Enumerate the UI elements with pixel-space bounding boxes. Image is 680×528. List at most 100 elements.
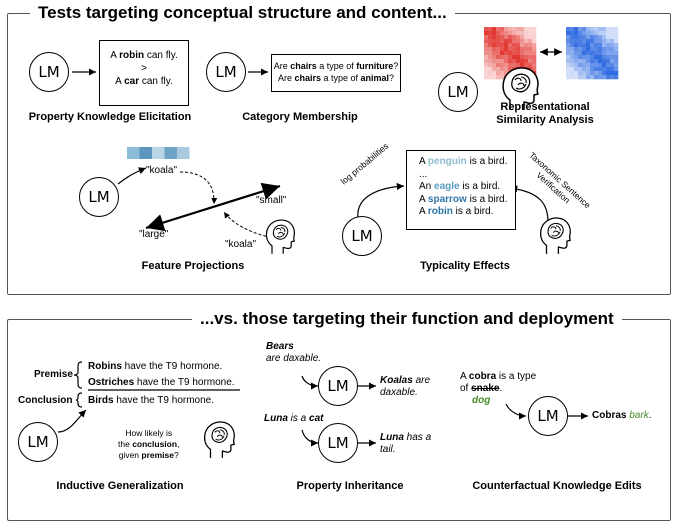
rsa-cell — [524, 27, 529, 32]
rsa-cell — [566, 39, 571, 44]
rsa-cell — [488, 55, 493, 60]
arrow-log-probabilities — [357, 182, 405, 219]
rsa-cell — [586, 39, 591, 44]
lm-feature-projections: LM — [79, 177, 119, 217]
rsa-cell — [614, 59, 619, 64]
rsa-cell — [492, 27, 497, 32]
rsa-cell — [484, 43, 489, 48]
rsa-cell — [610, 75, 615, 80]
lm-inheritance-bears: LM — [318, 366, 358, 406]
rsa-cell — [532, 47, 537, 52]
caption-feature-projections: Feature Projections — [141, 260, 245, 272]
rsa-cell — [614, 63, 619, 68]
rsa-blue-matrix — [566, 27, 619, 80]
rsa-cell — [606, 63, 611, 68]
rsa-cell — [500, 43, 505, 48]
rsa-cell — [496, 31, 501, 36]
rsa-cell — [504, 31, 509, 36]
rsa-cell — [606, 59, 611, 64]
rsa-cell — [606, 67, 611, 72]
rsa-cell — [594, 75, 599, 80]
rsa-cell — [570, 27, 575, 32]
rsa-cell — [566, 51, 571, 56]
rsa-cell — [602, 47, 607, 52]
rsa-cell — [500, 71, 505, 76]
rsa-cell — [500, 27, 505, 32]
feature-vector-cell — [139, 147, 152, 159]
rsa-cell — [598, 31, 603, 36]
rsa-cell — [594, 39, 599, 44]
rsa-cell — [532, 59, 537, 64]
rsa-cell — [566, 43, 571, 48]
rsa-cell — [488, 63, 493, 68]
rsa-cell — [602, 51, 607, 56]
rsa-cell — [500, 55, 505, 60]
rsa-cell — [590, 47, 595, 52]
category-membership-box: Are chairs a type of furniture? Are chai… — [271, 54, 401, 92]
rsa-cell — [598, 63, 603, 68]
rsa-cell — [484, 71, 489, 76]
rsa-cell — [574, 27, 579, 32]
rsa-cell — [586, 27, 591, 32]
rsa-cell — [586, 35, 591, 40]
rsa-cell — [606, 47, 611, 52]
rsa-cell — [520, 39, 525, 44]
rsa-cell — [512, 31, 517, 36]
rsa-cell — [504, 71, 509, 76]
rsa-cell — [496, 47, 501, 52]
rsa-cell — [578, 71, 583, 76]
rsa-cell — [582, 47, 587, 52]
rsa-cell — [532, 35, 537, 40]
rsa-cell — [570, 35, 575, 40]
premise-brace — [73, 361, 83, 389]
rsa-cell — [598, 59, 603, 64]
rsa-cell — [528, 55, 533, 60]
rsa-cell — [566, 63, 571, 68]
rsa-cell — [532, 43, 537, 48]
rsa-cell — [574, 51, 579, 56]
rsa-cell — [570, 31, 575, 36]
rsa-cell — [582, 31, 587, 36]
rsa-cell — [606, 27, 611, 32]
rsa-cell — [606, 39, 611, 44]
rsa-cell — [574, 47, 579, 52]
rsa-cell — [570, 75, 575, 80]
rsa-cell — [496, 59, 501, 64]
rsa-cell — [496, 35, 501, 40]
caption-category-membership: Category Membership — [242, 111, 358, 123]
rsa-cell — [574, 39, 579, 44]
rsa-cell — [528, 51, 533, 56]
rsa-cell — [508, 63, 513, 68]
rsa-cell — [594, 47, 599, 52]
rsa-cell — [570, 47, 575, 52]
rsa-cell — [594, 71, 599, 76]
koalas-output: Koalas are daxable. — [380, 375, 431, 398]
koala-top-label: "koala" — [146, 165, 178, 176]
rsa-cell — [606, 71, 611, 76]
rsa-cell — [488, 51, 493, 56]
rsa-cell — [578, 27, 583, 32]
rsa-cell — [496, 39, 501, 44]
rsa-cell — [602, 31, 607, 36]
rsa-cell — [574, 75, 579, 80]
rsa-cell — [574, 59, 579, 64]
rsa-cell — [590, 31, 595, 36]
rsa-cell — [516, 31, 521, 36]
rsa-cell — [606, 51, 611, 56]
rsa-cell — [524, 51, 529, 56]
rsa-cell — [528, 63, 533, 68]
rsa-cell — [598, 35, 603, 40]
rsa-cell — [528, 59, 533, 64]
rsa-cell — [590, 59, 595, 64]
rsa-cell — [602, 27, 607, 32]
rsa-cell — [590, 75, 595, 80]
rsa-cell — [574, 67, 579, 72]
arrow-bears-lm — [301, 375, 319, 390]
rsa-cell — [614, 55, 619, 60]
property-knowledge-box: A robin can fly. > A car can fly. — [99, 40, 189, 106]
rsa-cell — [602, 55, 607, 60]
rsa-cell — [606, 43, 611, 48]
rsa-cell — [590, 63, 595, 68]
lm-inheritance-luna: LM — [318, 423, 358, 463]
rsa-cell — [508, 67, 513, 72]
